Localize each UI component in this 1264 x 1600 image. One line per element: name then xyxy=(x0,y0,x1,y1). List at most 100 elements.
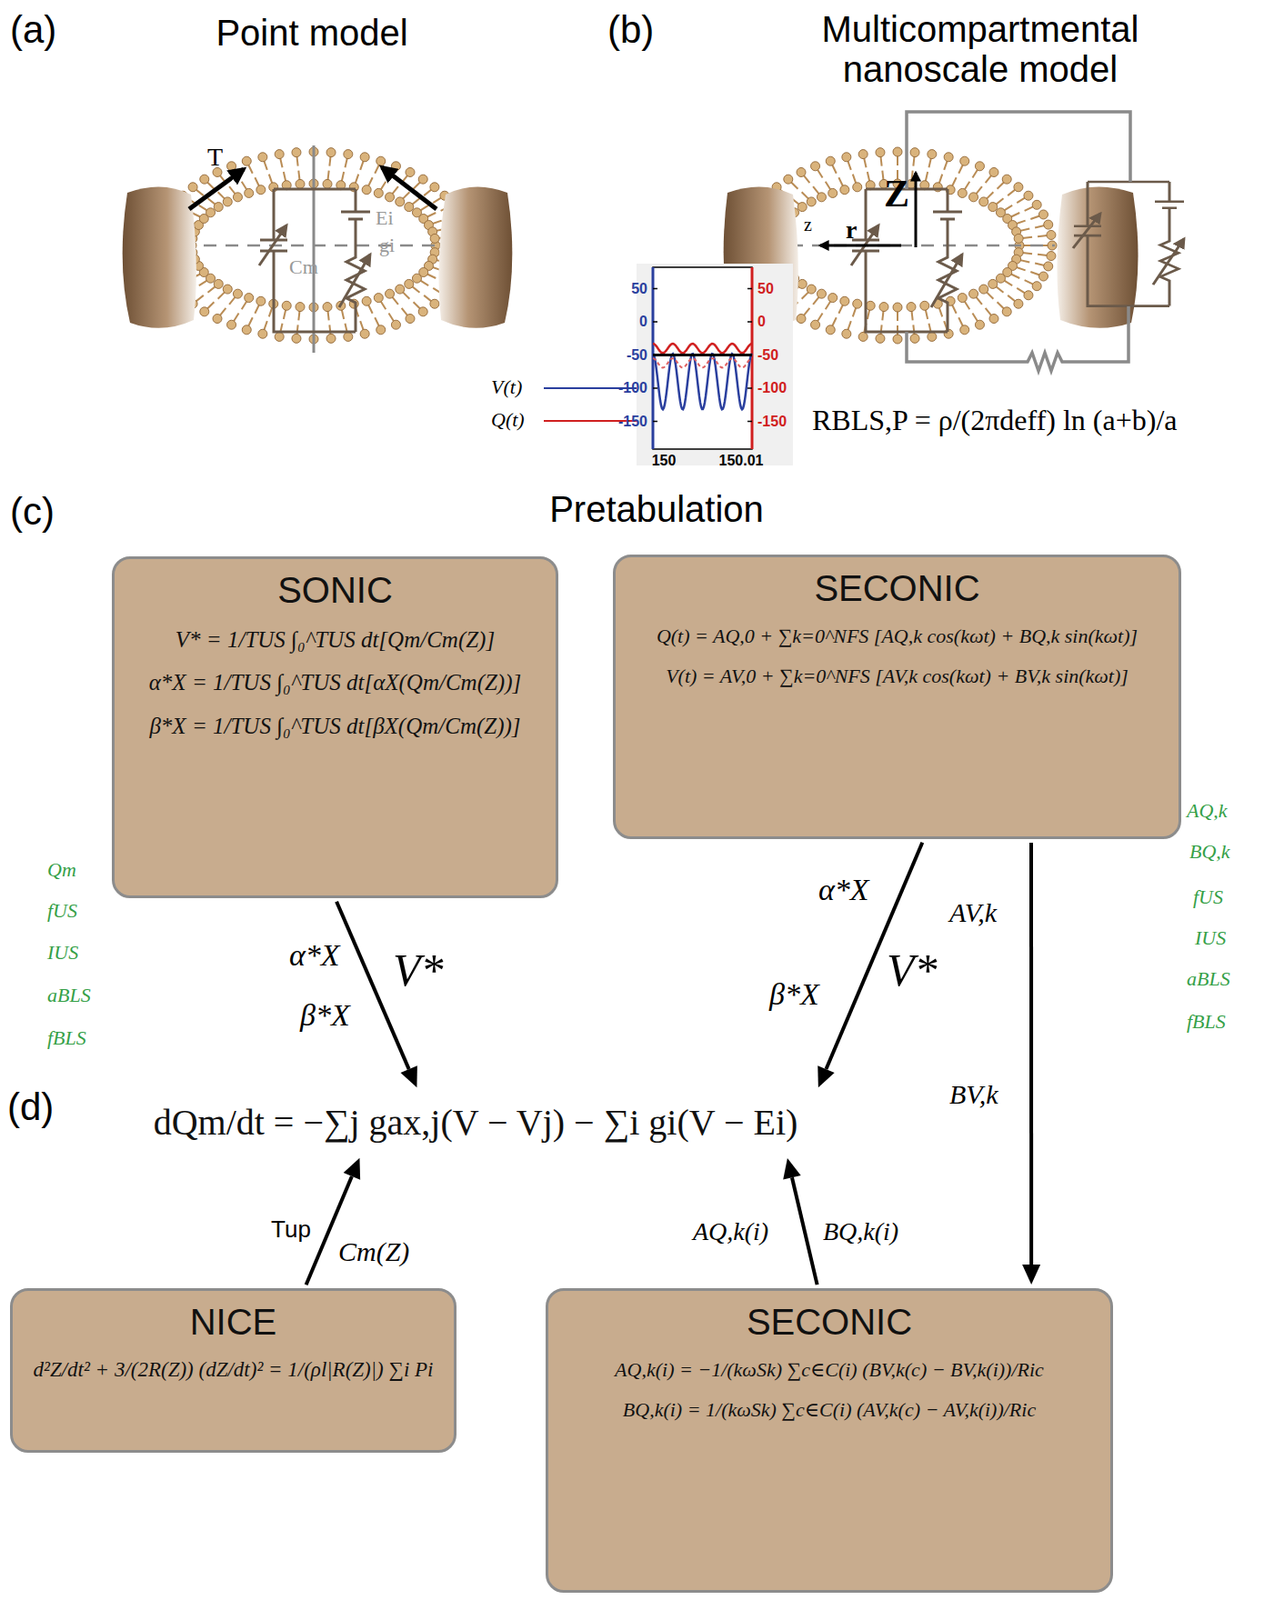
lipid-head xyxy=(828,188,838,198)
label: 0 xyxy=(639,313,648,331)
lipid-head xyxy=(979,284,989,294)
label: Cm xyxy=(289,256,319,279)
lipid-head xyxy=(274,150,284,160)
r-axis xyxy=(820,244,902,248)
label: -150 xyxy=(757,413,787,431)
label: IUS xyxy=(1194,927,1226,950)
lipid-head xyxy=(852,299,863,309)
circuit xyxy=(1073,181,1184,307)
lipid-head xyxy=(989,314,999,324)
midplane-line xyxy=(181,244,451,248)
lipid-head xyxy=(411,273,422,283)
protein xyxy=(438,186,512,328)
label: β*X xyxy=(300,998,351,1033)
label: aBLS xyxy=(47,984,91,1007)
circuit xyxy=(259,189,371,332)
tick xyxy=(747,288,753,291)
edge-label: V* xyxy=(392,945,444,996)
tension-arrow xyxy=(381,167,437,210)
edge-label: AQ,k(i) xyxy=(692,1218,769,1247)
lipid-head xyxy=(974,320,984,330)
lipid-head xyxy=(892,302,903,312)
label: 50 xyxy=(631,280,648,298)
equation-text: V* = 1/TUS ∫₀^TUS dt[Qm/Cm(Z)] xyxy=(130,625,540,654)
lipid-head xyxy=(840,296,850,306)
lipid-head xyxy=(405,314,415,324)
label: -100 xyxy=(757,380,787,397)
label: Q(t) xyxy=(491,409,525,432)
label: -150 xyxy=(618,413,648,431)
lipid-head xyxy=(295,179,305,189)
lipid-head xyxy=(206,208,216,218)
lipid-head xyxy=(291,148,301,158)
lipid-head xyxy=(244,293,254,303)
label: gi xyxy=(379,234,395,257)
lipid-head xyxy=(892,147,903,157)
lipid-head xyxy=(395,197,405,207)
equation-text: dQm/dt = −∑j gax,j(V − Vj) − ∑i gi(V − E… xyxy=(66,1100,885,1146)
equation-text: α*X = 1/TUS ∫₀^TUS dt[αX(Qm/Cm(Z))] xyxy=(130,668,540,697)
lipid-head xyxy=(1046,251,1056,261)
label: β*X xyxy=(769,977,820,1012)
lipid-head xyxy=(281,300,291,311)
lipid-head xyxy=(828,293,838,303)
tick xyxy=(747,387,753,390)
label: V(t) xyxy=(491,376,522,399)
plot-panel xyxy=(636,263,793,466)
label: Pretabulation xyxy=(549,489,764,530)
lipid-head xyxy=(232,289,242,299)
lipid-head xyxy=(1013,233,1024,243)
lipid-head xyxy=(385,289,395,299)
arrow-connector xyxy=(782,1158,817,1285)
label: (d) xyxy=(7,1086,54,1129)
lipid-head xyxy=(373,188,383,198)
lipid-head xyxy=(1046,230,1056,240)
lipid-head xyxy=(988,202,998,212)
lipid-head xyxy=(957,188,967,198)
lipid-head xyxy=(295,302,305,312)
lipid-head xyxy=(858,150,868,160)
label: 0 xyxy=(757,313,766,331)
lipid-head xyxy=(343,331,353,342)
lipid-head xyxy=(910,333,920,343)
lipid-head xyxy=(200,307,210,317)
lipid-head xyxy=(391,161,401,171)
lipid-head xyxy=(227,320,237,330)
lipid-head xyxy=(989,167,999,177)
equation-text: V(t) = AV,0 + ∑k=0^NFS [AV,k cos(kωt) + … xyxy=(632,663,1163,690)
box-title: SONIC xyxy=(130,570,540,612)
lipid-head xyxy=(343,150,353,160)
label: aBLS xyxy=(1186,968,1231,991)
label: 150.01 xyxy=(719,452,764,470)
lipid-head xyxy=(910,148,920,158)
label: (a) xyxy=(10,9,57,51)
lipid-head xyxy=(222,284,232,294)
edge-label: AV,k xyxy=(945,895,1001,930)
lipid-head xyxy=(322,302,332,312)
label: (c) xyxy=(10,491,55,533)
tick xyxy=(652,387,658,390)
label: fBLS xyxy=(47,1027,87,1050)
lipid-head xyxy=(865,300,875,311)
label: Multicompartmental nanoscale model xyxy=(762,9,1199,90)
lipid-head xyxy=(875,333,885,343)
lipid-head xyxy=(1002,174,1012,184)
equation-text: AQ,k(i) = −1/(kωSk) ∑c∈C(i) (BV,k(c) − B… xyxy=(564,1357,1094,1384)
lipid-head xyxy=(875,148,885,158)
label: 150 xyxy=(652,452,677,470)
lipid-head xyxy=(1023,190,1034,201)
equation-text: d²Z/dt² + 3/(2R(Z)) (dZ/dt)² = 1/(ρl|R(Z… xyxy=(29,1357,438,1385)
axis-ticks xyxy=(652,289,753,422)
label: z xyxy=(803,214,813,235)
lipid-head xyxy=(376,156,386,166)
lipid-head xyxy=(256,185,266,195)
connector-line xyxy=(792,1177,818,1285)
tick xyxy=(652,321,658,323)
lipid-head xyxy=(892,334,903,344)
connector-line xyxy=(306,1176,352,1285)
lipid-head xyxy=(258,152,268,162)
lipid-head xyxy=(418,174,428,184)
lipid-head xyxy=(391,320,401,330)
midplane-line xyxy=(768,244,1055,248)
lipid-head xyxy=(988,279,998,289)
